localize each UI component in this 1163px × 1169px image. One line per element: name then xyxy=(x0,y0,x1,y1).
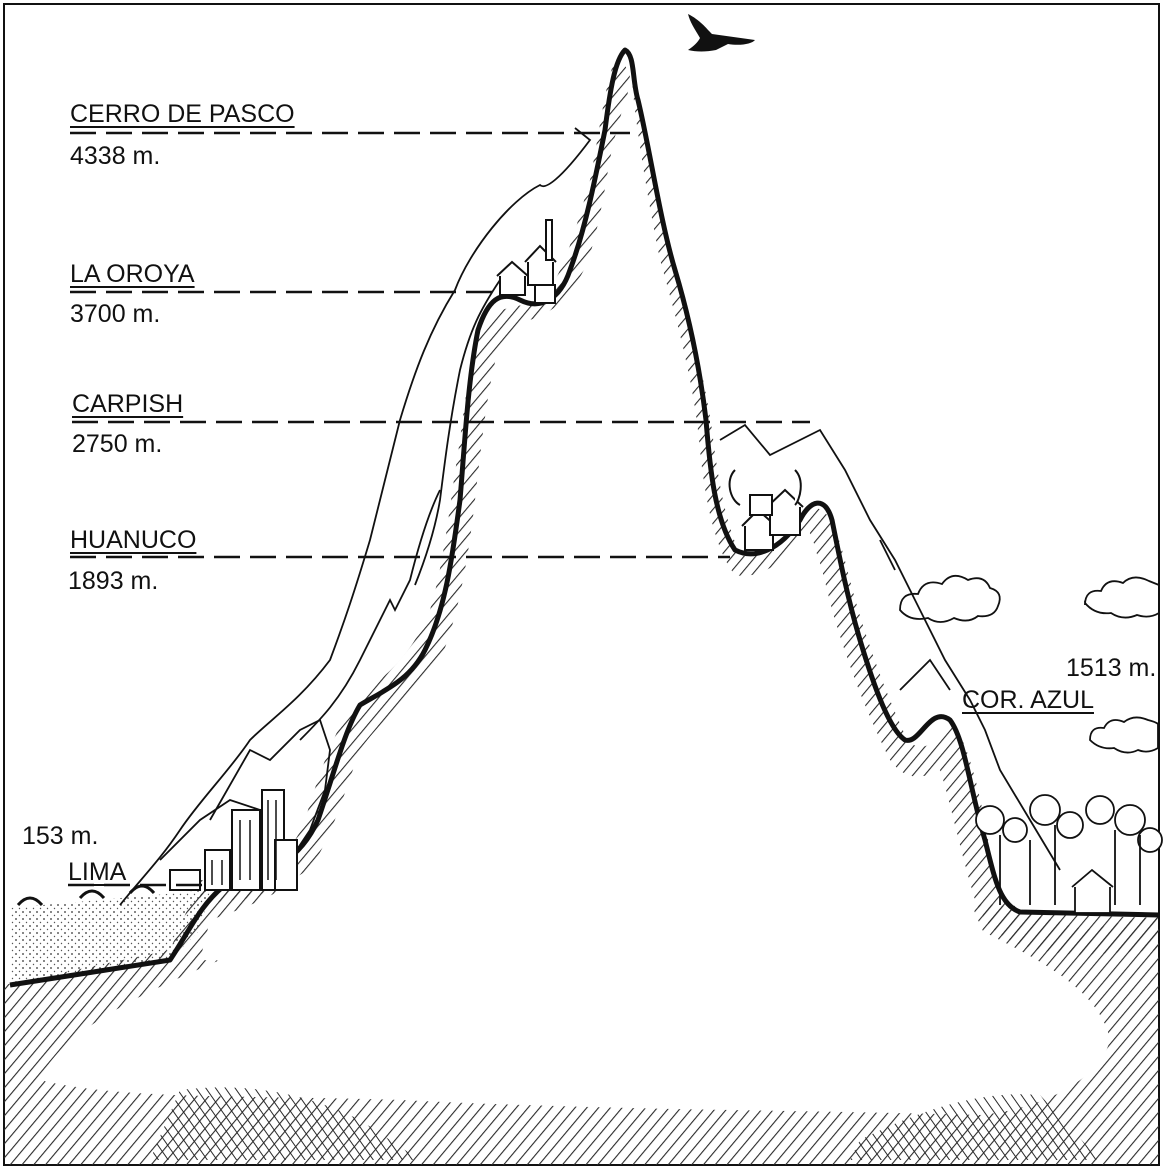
ground-hatch-patch xyxy=(150,1087,420,1160)
la-oroya-houses xyxy=(496,219,557,304)
lima-windows xyxy=(211,800,277,885)
ridges-right xyxy=(719,423,1061,871)
altitude-leaders xyxy=(68,131,810,887)
altitude-huanuco: 1893 m. xyxy=(68,567,159,595)
ridges-left xyxy=(119,127,592,906)
altitude-carpish: 2750 m. xyxy=(72,430,163,458)
label-cor-azul: COR. AZUL xyxy=(962,686,1094,714)
cor-azul-forest xyxy=(975,794,1163,914)
label-huanuco: HUANUCO xyxy=(70,526,197,554)
lima-buildings xyxy=(169,789,298,891)
mountain-outline xyxy=(9,47,1160,988)
label-carpish: CARPISH xyxy=(72,390,184,418)
ground-void xyxy=(40,930,1110,1115)
label-cerro-de-pasco: CERRO DE PASCO xyxy=(70,100,295,128)
clouds xyxy=(899,574,1160,754)
bird-icon xyxy=(688,14,755,52)
altitude-lima: 153 m. xyxy=(22,822,99,850)
mountain-interior xyxy=(200,85,1000,980)
altitude-cerro-de-pasco: 4338 m. xyxy=(70,142,161,170)
huanuco-houses xyxy=(728,469,804,551)
altitude-cor-azul: 1513 m. xyxy=(1066,654,1157,682)
altitude-la-oroya: 3700 m. xyxy=(70,300,161,328)
label-lima: LIMA xyxy=(68,858,127,886)
ground-hatch-patch-right xyxy=(850,1094,1100,1160)
label-la-oroya: LA OROYA xyxy=(70,260,195,288)
